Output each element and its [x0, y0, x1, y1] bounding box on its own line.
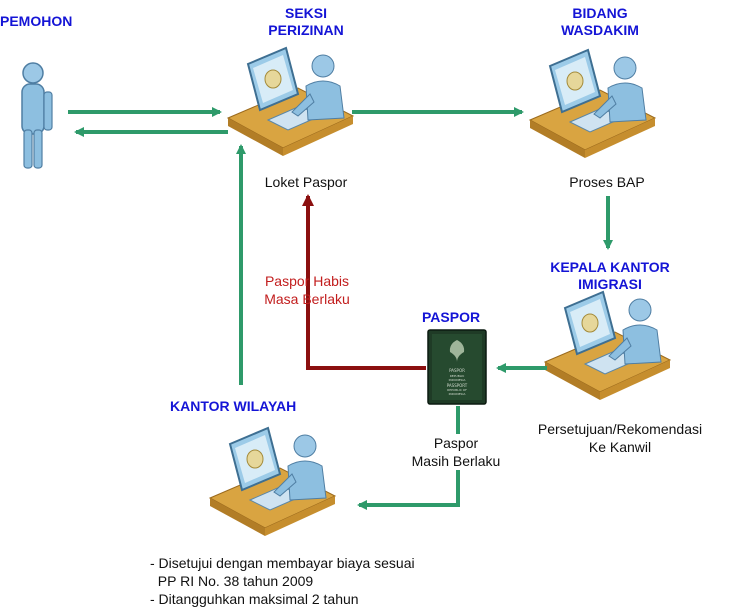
- title-seksi-perizinan: SEKSI PERIZINAN: [246, 5, 366, 39]
- title-bidang-wasdakim: BIDANG WASDAKIM: [530, 5, 670, 39]
- title-bidang-line2: WASDAKIM: [561, 22, 639, 38]
- label-paspor-habis-line2: Masa Berlaku: [264, 291, 350, 307]
- bidang-wasdakim-worker-icon: [529, 49, 656, 159]
- arrow-paspor-habis-to-seksi: [302, 194, 426, 370]
- caption-loket-paspor: Loket Paspor: [264, 174, 348, 190]
- title-paspor: PASPOR: [422, 309, 481, 325]
- note-line-3: - Ditangguhkan maksimal 2 tahun: [150, 591, 359, 607]
- label-paspor-berlaku-line2: Masih Berlaku: [411, 453, 501, 469]
- notes-block: - Disetujui dengan membayar biaya sesuai…: [150, 554, 415, 608]
- passport-book-icon: PASPOR REPUBLIK INDONESIA PASSPORT REPUB…: [427, 329, 487, 405]
- label-paspor-habis: Paspor Habis Masa Berlaku: [246, 272, 368, 308]
- caption-persetujuan: Persetujuan/Rekomendasi Ke Kanwil: [520, 420, 720, 456]
- applicant-person-icon: [21, 62, 53, 169]
- title-kepala-kantor: KEPALA KANTOR IMIGRASI: [530, 259, 690, 293]
- title-kantor-wilayah: KANTOR WILAYAH: [170, 398, 297, 414]
- seksi-perizinan-worker-icon: [227, 47, 354, 157]
- title-bidang-line1: BIDANG: [572, 5, 628, 21]
- title-seksi-line1: SEKSI: [284, 5, 327, 21]
- kantor-wilayah-worker-icon: [209, 427, 336, 537]
- passport-cover-line3: INDONESIA: [449, 378, 467, 382]
- passport-cover-line1: PASPOR: [449, 368, 465, 373]
- title-kepala-line1: KEPALA KANTOR: [550, 259, 670, 275]
- caption-persetujuan-line2: Ke Kanwil: [588, 439, 652, 455]
- passport-cover-line6: INDONESIA: [449, 392, 467, 396]
- label-paspor-berlaku-line1: Paspor: [433, 435, 479, 451]
- title-seksi-line2: PERIZINAN: [268, 22, 344, 38]
- title-kepala-line2: IMIGRASI: [578, 276, 642, 292]
- label-paspor-habis-line1: Paspor Habis: [264, 273, 350, 289]
- title-pemohon: PEMOHON: [0, 13, 73, 29]
- label-paspor-berlaku: Paspor Masih Berlaku: [394, 434, 518, 470]
- note-line-2: PP RI No. 38 tahun 2009: [150, 573, 314, 589]
- caption-proses-bap: Proses BAP: [569, 174, 645, 190]
- caption-persetujuan-line1: Persetujuan/Rekomendasi: [537, 421, 703, 437]
- passport-cover-line5: REPUBLIC OF: [447, 388, 467, 392]
- passport-cover-line2: REPUBLIK: [450, 374, 466, 378]
- kepala-kantor-worker-icon: [544, 291, 671, 401]
- passport-cover-line4: PASSPORT: [447, 383, 468, 388]
- note-line-1: - Disetujui dengan membayar biaya sesuai: [150, 555, 415, 571]
